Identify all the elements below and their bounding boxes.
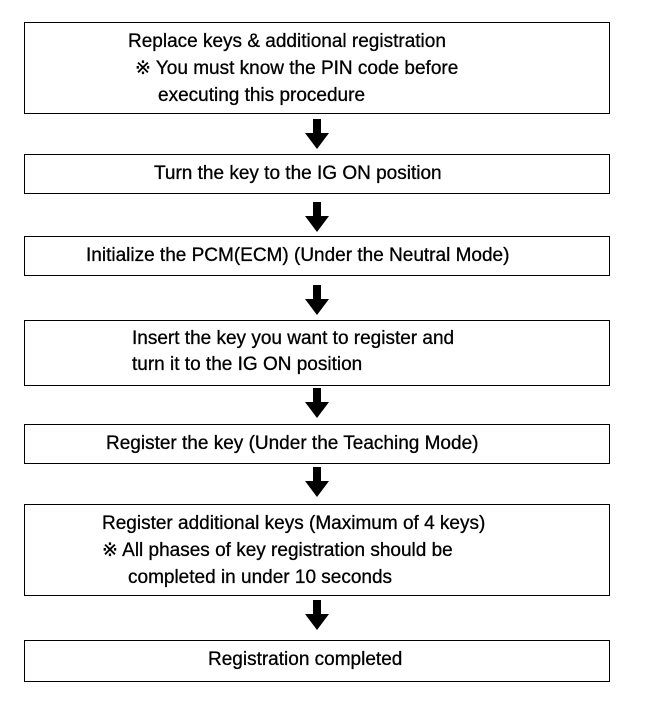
step-box-initialize-pcm <box>24 236 610 276</box>
step-1-title: Replace keys & additional registration <box>128 31 446 52</box>
step-box-register-key <box>24 424 610 464</box>
step-6-title: Register additional keys (Maximum of 4 k… <box>102 513 486 534</box>
down-arrow-icon <box>305 285 329 315</box>
step-box-registration-completed <box>24 640 610 682</box>
step-5-title: Register the key (Under the Teaching Mod… <box>106 433 479 454</box>
step-1-note: ※ You must know the PIN code before <box>135 58 459 79</box>
step-6-note-cont: completed in under 10 seconds <box>128 567 393 588</box>
step-box-replace-keys <box>24 22 610 114</box>
down-arrow-icon <box>305 119 329 149</box>
down-arrow-icon <box>305 600 329 630</box>
step-box-register-additional-keys <box>24 504 610 596</box>
step-box-insert-key <box>24 320 610 386</box>
step-7-title: Registration completed <box>208 649 403 670</box>
down-arrow-icon <box>305 202 329 232</box>
step-4-title-cont: turn it to the IG ON position <box>132 354 363 375</box>
step-2-title: Turn the key to the IG ON position <box>154 163 442 184</box>
down-arrow-icon <box>305 388 329 418</box>
step-4-title: Insert the key you want to register and <box>132 328 455 349</box>
step-box-turn-key <box>24 154 610 194</box>
step-1-note-cont: executing this procedure <box>158 85 366 106</box>
down-arrow-icon <box>305 467 329 497</box>
step-3-title: Initialize the PCM(ECM) (Under the Neutr… <box>86 245 510 266</box>
step-6-note: ※ All phases of key registration should … <box>102 540 453 561</box>
